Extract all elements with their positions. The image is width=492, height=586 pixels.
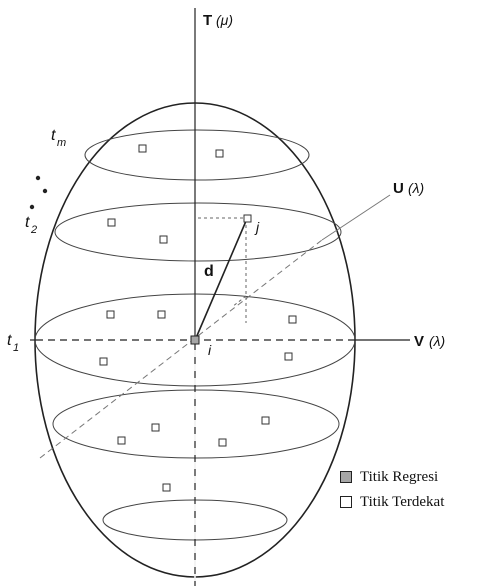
distance-label: d	[204, 263, 214, 280]
point-i-label: i	[208, 342, 212, 358]
slice-ellipse-t2	[54, 202, 342, 262]
time-label-t2: t	[25, 214, 30, 231]
u-axis-label: U	[393, 180, 404, 197]
u-axis-inner	[39, 239, 323, 459]
v-axis-label: V	[414, 333, 424, 350]
u-axis-outer	[321, 194, 391, 241]
legend-regression-label: Titik Regresi	[360, 468, 439, 485]
regression-point-i	[190, 335, 200, 345]
point-j	[243, 214, 252, 223]
legend-nearest-label: Titik Terdekat	[360, 493, 445, 510]
nearest-points	[99, 144, 297, 492]
slice-ellipse-tm	[84, 129, 310, 181]
time-label-t1: t	[7, 332, 12, 349]
time-dot	[42, 188, 48, 194]
nearest-point	[151, 423, 160, 432]
time-label-t1-sub: 1	[13, 342, 19, 354]
nearest-point	[284, 352, 293, 361]
time-dot	[29, 204, 35, 210]
slice-ellipse-lower	[52, 389, 340, 459]
time-label-tm: t	[51, 127, 56, 144]
u-axis-param: (λ)	[408, 180, 424, 196]
legend-nearest: Titik Terdekat	[340, 492, 492, 512]
t-axis-param: (μ)	[216, 12, 233, 28]
t-axis-label: T	[203, 12, 212, 29]
distance-line	[195, 220, 247, 339]
nearest-point	[261, 416, 270, 425]
nearest-point	[99, 357, 108, 366]
nearest-point	[106, 310, 115, 319]
time-dot	[35, 175, 41, 181]
regression-swatch	[340, 471, 352, 483]
guide-diagonal-j	[231, 295, 247, 308]
nearest-point	[159, 235, 168, 244]
time-label-tm-sub: m	[57, 137, 66, 149]
nearest-point	[288, 315, 297, 324]
point-j-label: j	[254, 219, 260, 235]
nearest-swatch	[340, 496, 352, 508]
legend-regression: Titik Regresi	[340, 467, 492, 487]
nearest-point	[162, 483, 171, 492]
nearest-point	[107, 218, 116, 227]
v-axis-param: (λ)	[429, 333, 445, 349]
nearest-point	[117, 436, 126, 445]
nearest-point	[157, 310, 166, 319]
nearest-point	[218, 438, 227, 447]
nearest-point	[138, 144, 147, 153]
time-label-t2-sub: 2	[30, 224, 37, 236]
nearest-point	[215, 149, 224, 158]
